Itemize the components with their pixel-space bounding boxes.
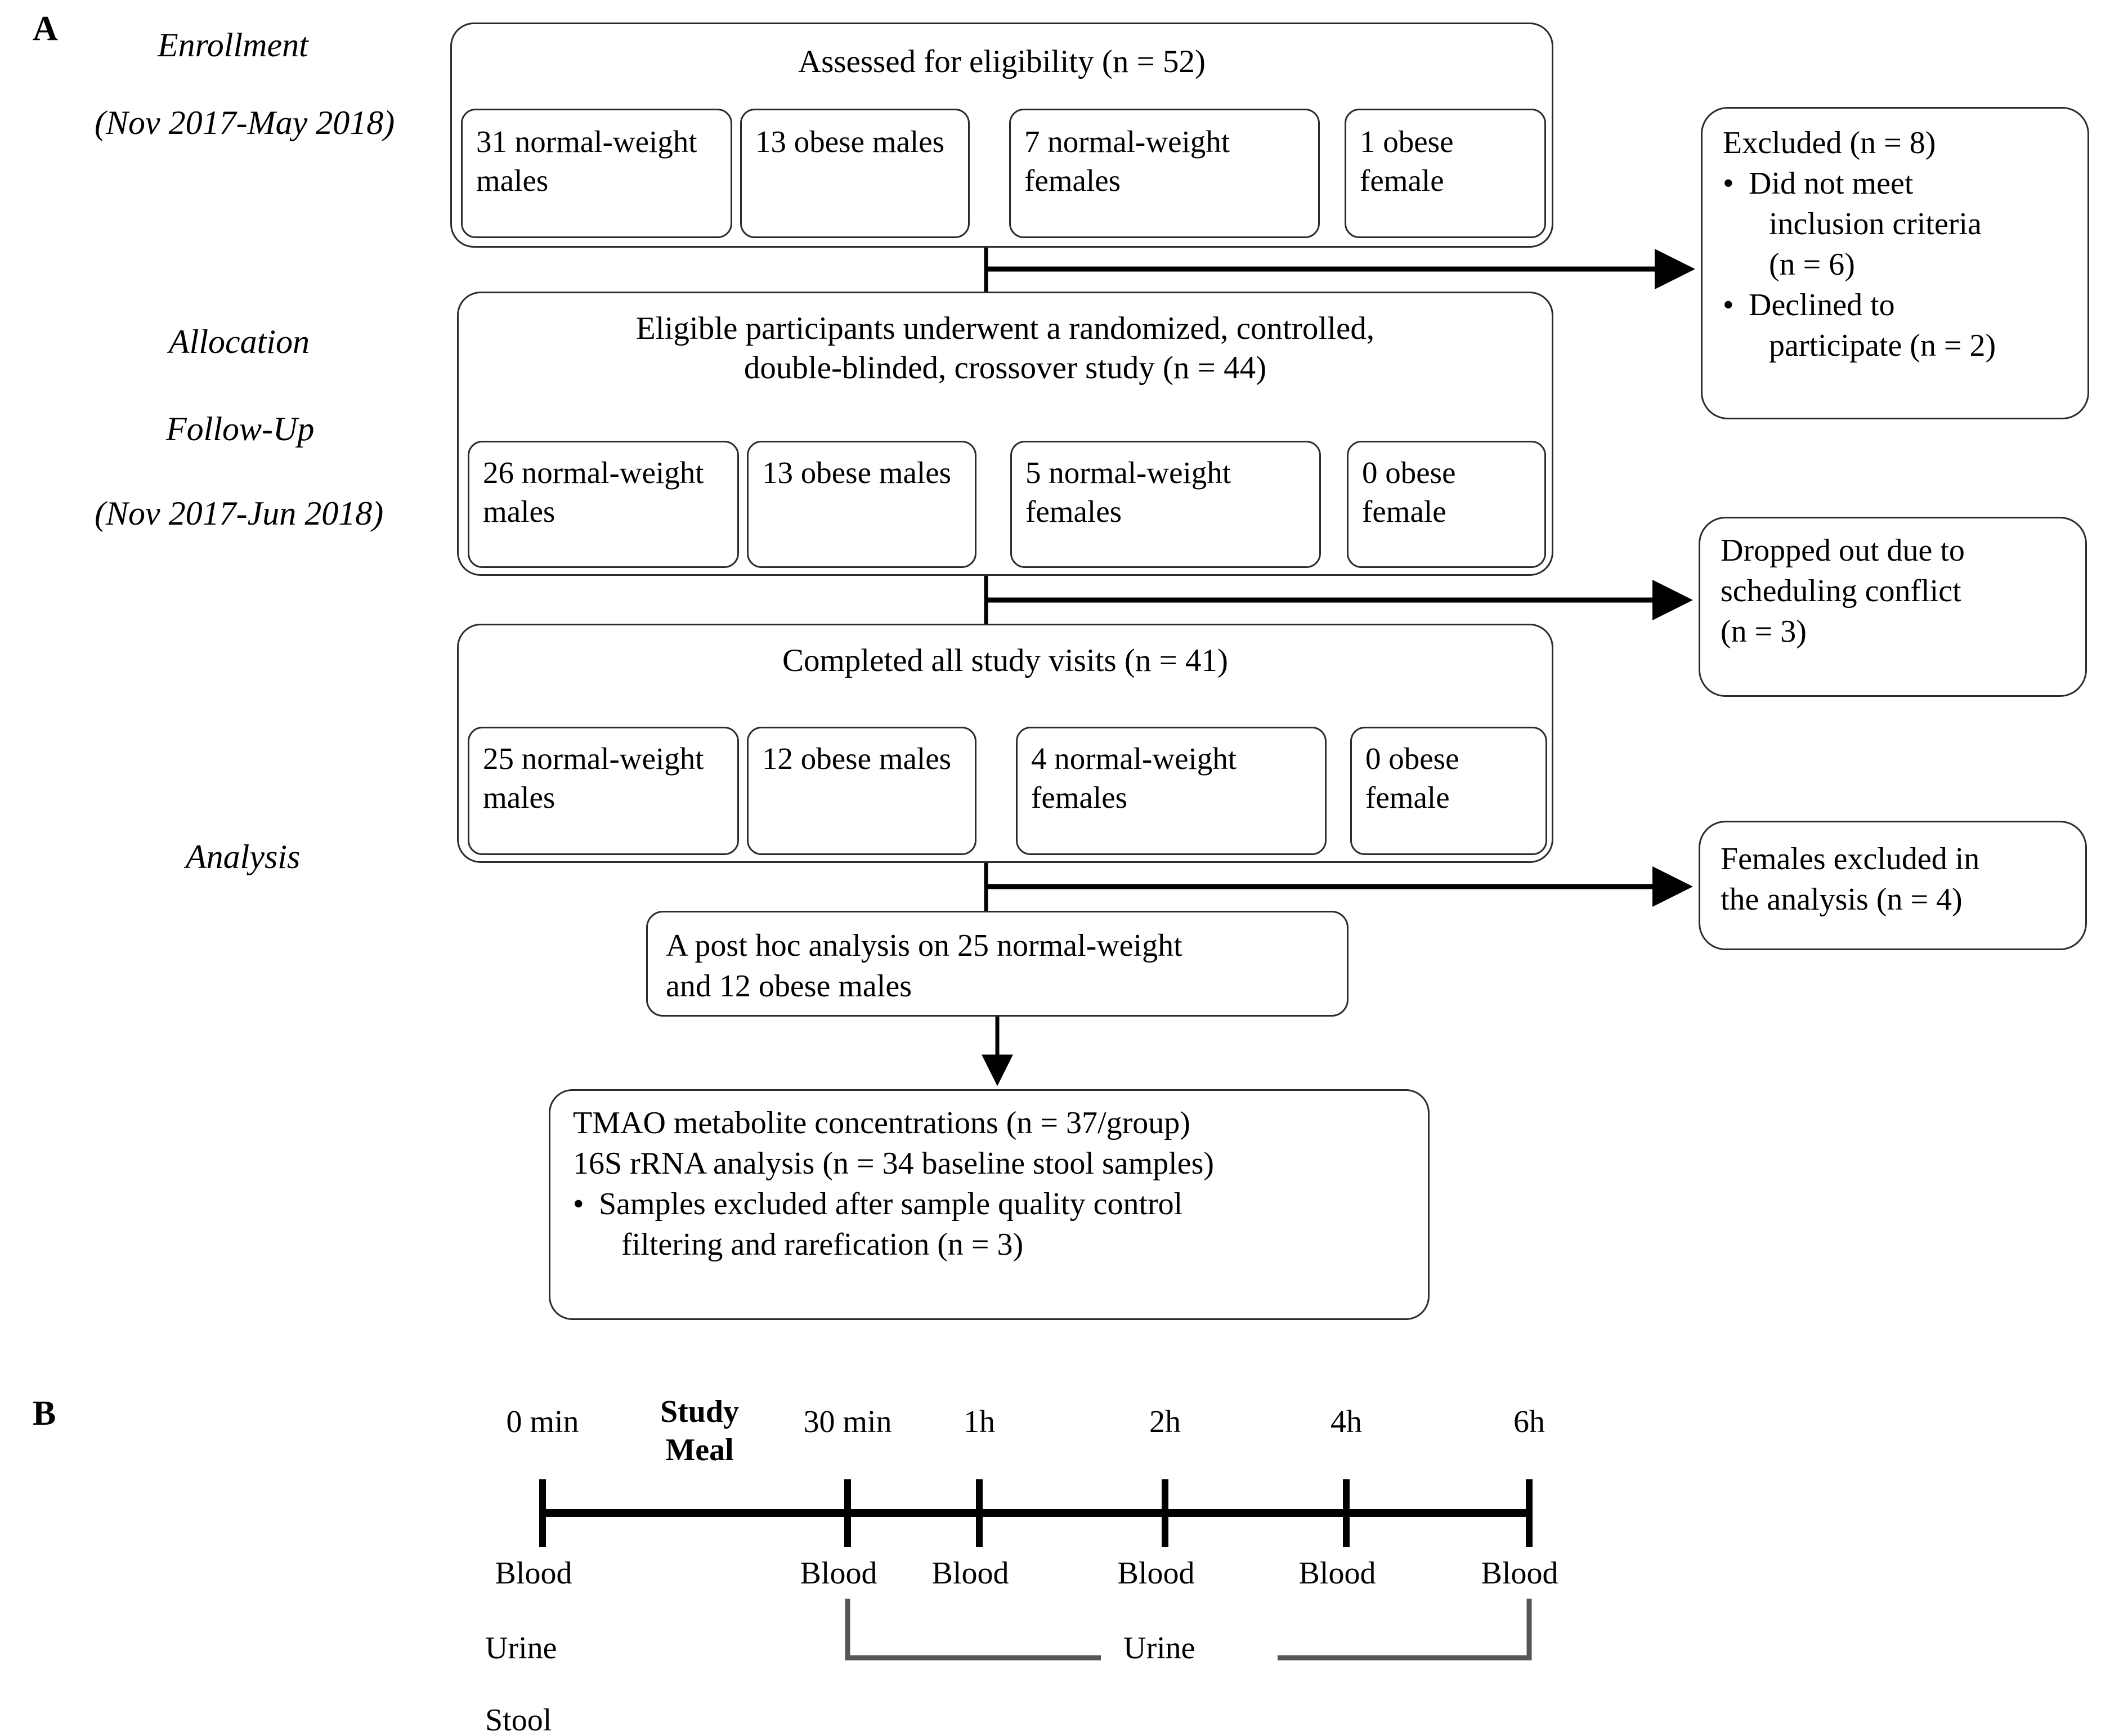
completed-group-1: 25 normal-weight males [468, 727, 739, 855]
panel-a-letter: A [33, 10, 58, 48]
excluded-bullet-2-line2: participate (n = 2) [1769, 328, 1996, 363]
row-label-stool: Stool [485, 1703, 552, 1736]
eligible-group-4-text: 0 obese female [1362, 455, 1456, 529]
box-analysis-outcomes: TMAO metabolite concentrations (n = 37/g… [549, 1089, 1430, 1320]
box-excluded: Excluded (n = 8) • Did not meet inclusio… [1701, 107, 2089, 419]
sample-blood-1h: Blood [931, 1556, 1009, 1591]
assessed-group-1: 31 normal-weight males [461, 109, 732, 238]
timepoint-label-0min: 0 min [506, 1404, 579, 1439]
urine-mid-label: Urine [1123, 1631, 1195, 1666]
excluded-bullet-1-line1: Did not meet [1749, 166, 1914, 201]
outcomes-bullet-line2: filtering and rarefication (n = 3) [621, 1227, 1024, 1262]
timepoint-label-30min: 30 min [803, 1404, 892, 1439]
completed-group-4: 0 obese female [1350, 727, 1547, 855]
sample-blood-6h: Blood [1481, 1556, 1558, 1591]
dropped-line3: (n = 3) [1721, 614, 1807, 649]
eligible-group-3: 5 normal-weight females [1010, 441, 1321, 568]
excluded-bullet-2-marker: • [1723, 288, 1734, 323]
timepoint-label-2h: 2h [1149, 1404, 1181, 1439]
timepoint-label-6h: 6h [1513, 1404, 1545, 1439]
timepoint-label-1h: 1h [964, 1404, 995, 1439]
sample-blood-0min: Blood [495, 1556, 572, 1591]
stage-label-enrollment-dates: (Nov 2017-May 2018) [95, 104, 395, 141]
posthoc-line1: A post hoc analysis on 25 normal-weight [666, 928, 1182, 963]
excluded-bullet-2-line1: Declined to [1749, 288, 1895, 323]
box-assessed-for-eligibility: Assessed for eligibility (n = 52) 31 nor… [450, 23, 1553, 248]
stage-label-followup-dates: (Nov 2017-Jun 2018) [95, 495, 384, 532]
dropped-line2: scheduling conflict [1721, 574, 1961, 609]
excluded-heading: Excluded (n = 8) [1723, 126, 1936, 160]
sample-blood-30min: Blood [800, 1556, 877, 1591]
posthoc-line2: and 12 obese males [666, 969, 912, 1004]
excluded-bullet-1: • Did not meet [1723, 164, 2072, 204]
outcomes-bullet: • Samples excluded after sample quality … [573, 1184, 1406, 1224]
completed-group-2: 12 obese males [747, 727, 976, 855]
eligible-group-2-text: 13 obese males [762, 455, 952, 490]
assessed-group-4: 1 obese female [1345, 109, 1546, 238]
outcomes-bullet-line1: Samples excluded after sample quality co… [599, 1187, 1183, 1222]
completed-title: Completed all study visits (n = 41) [782, 643, 1229, 678]
study-meal-label-line2: Meal [665, 1433, 734, 1467]
outcomes-line1: TMAO metabolite concentrations (n = 37/g… [573, 1106, 1190, 1140]
females-excluded-line1: Females excluded in [1721, 842, 1980, 876]
stage-label-allocation: Allocation [169, 323, 310, 360]
box-eligible-participants: Eligible participants underwent a random… [457, 292, 1553, 576]
assessed-group-2-text: 13 obese males [755, 124, 945, 159]
outcomes-line2: 16S rRNA analysis (n = 34 baseline stool… [573, 1146, 1215, 1181]
assessed-group-3: 7 normal-weight females [1009, 109, 1320, 238]
box-post-hoc-analysis: A post hoc analysis on 25 normal-weight … [646, 911, 1349, 1017]
assessed-title: Assessed for eligibility (n = 52) [798, 44, 1206, 79]
assessed-group-1-text: 31 normal-weight males [476, 124, 697, 198]
completed-group-3-text: 4 normal-weight females [1031, 741, 1237, 815]
dropped-line1: Dropped out due to [1721, 533, 1965, 568]
box-dropped-out: Dropped out due to scheduling conflict (… [1699, 517, 2087, 697]
excluded-bullet-2: • Declined to [1723, 285, 2072, 325]
stage-label-analysis: Analysis [186, 838, 301, 875]
completed-group-4-text: 0 obese female [1365, 741, 1459, 815]
eligible-title-line2: double-blinded, crossover study (n = 44) [743, 350, 1267, 386]
females-excluded-line2: the analysis (n = 4) [1721, 882, 1963, 917]
excluded-bullet-1-line3: (n = 6) [1769, 247, 1855, 282]
excluded-bullet-1-line2: inclusion criteria [1769, 207, 1982, 241]
eligible-group-3-text: 5 normal-weight females [1025, 455, 1231, 529]
outcomes-bullet-marker: • [573, 1187, 584, 1222]
study-meal-label-line1: Study [660, 1394, 740, 1429]
assessed-group-4-text: 1 obese female [1360, 124, 1454, 198]
row-label-urine: Urine [485, 1631, 557, 1666]
completed-group-1-text: 25 normal-weight males [483, 741, 704, 815]
stage-label-enrollment: Enrollment [158, 26, 308, 64]
sample-blood-2h: Blood [1117, 1556, 1195, 1591]
eligible-title-line1: Eligible participants underwent a random… [635, 311, 1375, 346]
box-completed-study-visits: Completed all study visits (n = 41) 25 n… [457, 624, 1553, 863]
urine-bracket-1 [845, 1599, 1101, 1661]
sample-blood-4h: Blood [1298, 1556, 1376, 1591]
completed-group-2-text: 12 obese males [762, 741, 952, 776]
panel-b-letter: B [33, 1394, 56, 1433]
eligible-group-4: 0 obese female [1347, 441, 1546, 568]
eligible-group-1-text: 26 normal-weight males [483, 455, 704, 529]
assessed-group-3-text: 7 normal-weight females [1024, 124, 1230, 198]
completed-group-3: 4 normal-weight females [1016, 727, 1327, 855]
box-females-excluded: Females excluded in the analysis (n = 4) [1699, 821, 2087, 950]
timepoint-label-4h: 4h [1330, 1404, 1362, 1439]
excluded-bullet-1-marker: • [1723, 166, 1734, 201]
stage-label-followup: Follow-Up [166, 410, 315, 448]
urine-bracket-2 [1278, 1599, 1532, 1661]
eligible-group-2: 13 obese males [747, 441, 976, 568]
eligible-group-1: 26 normal-weight males [468, 441, 739, 568]
assessed-group-2: 13 obese males [740, 109, 970, 238]
